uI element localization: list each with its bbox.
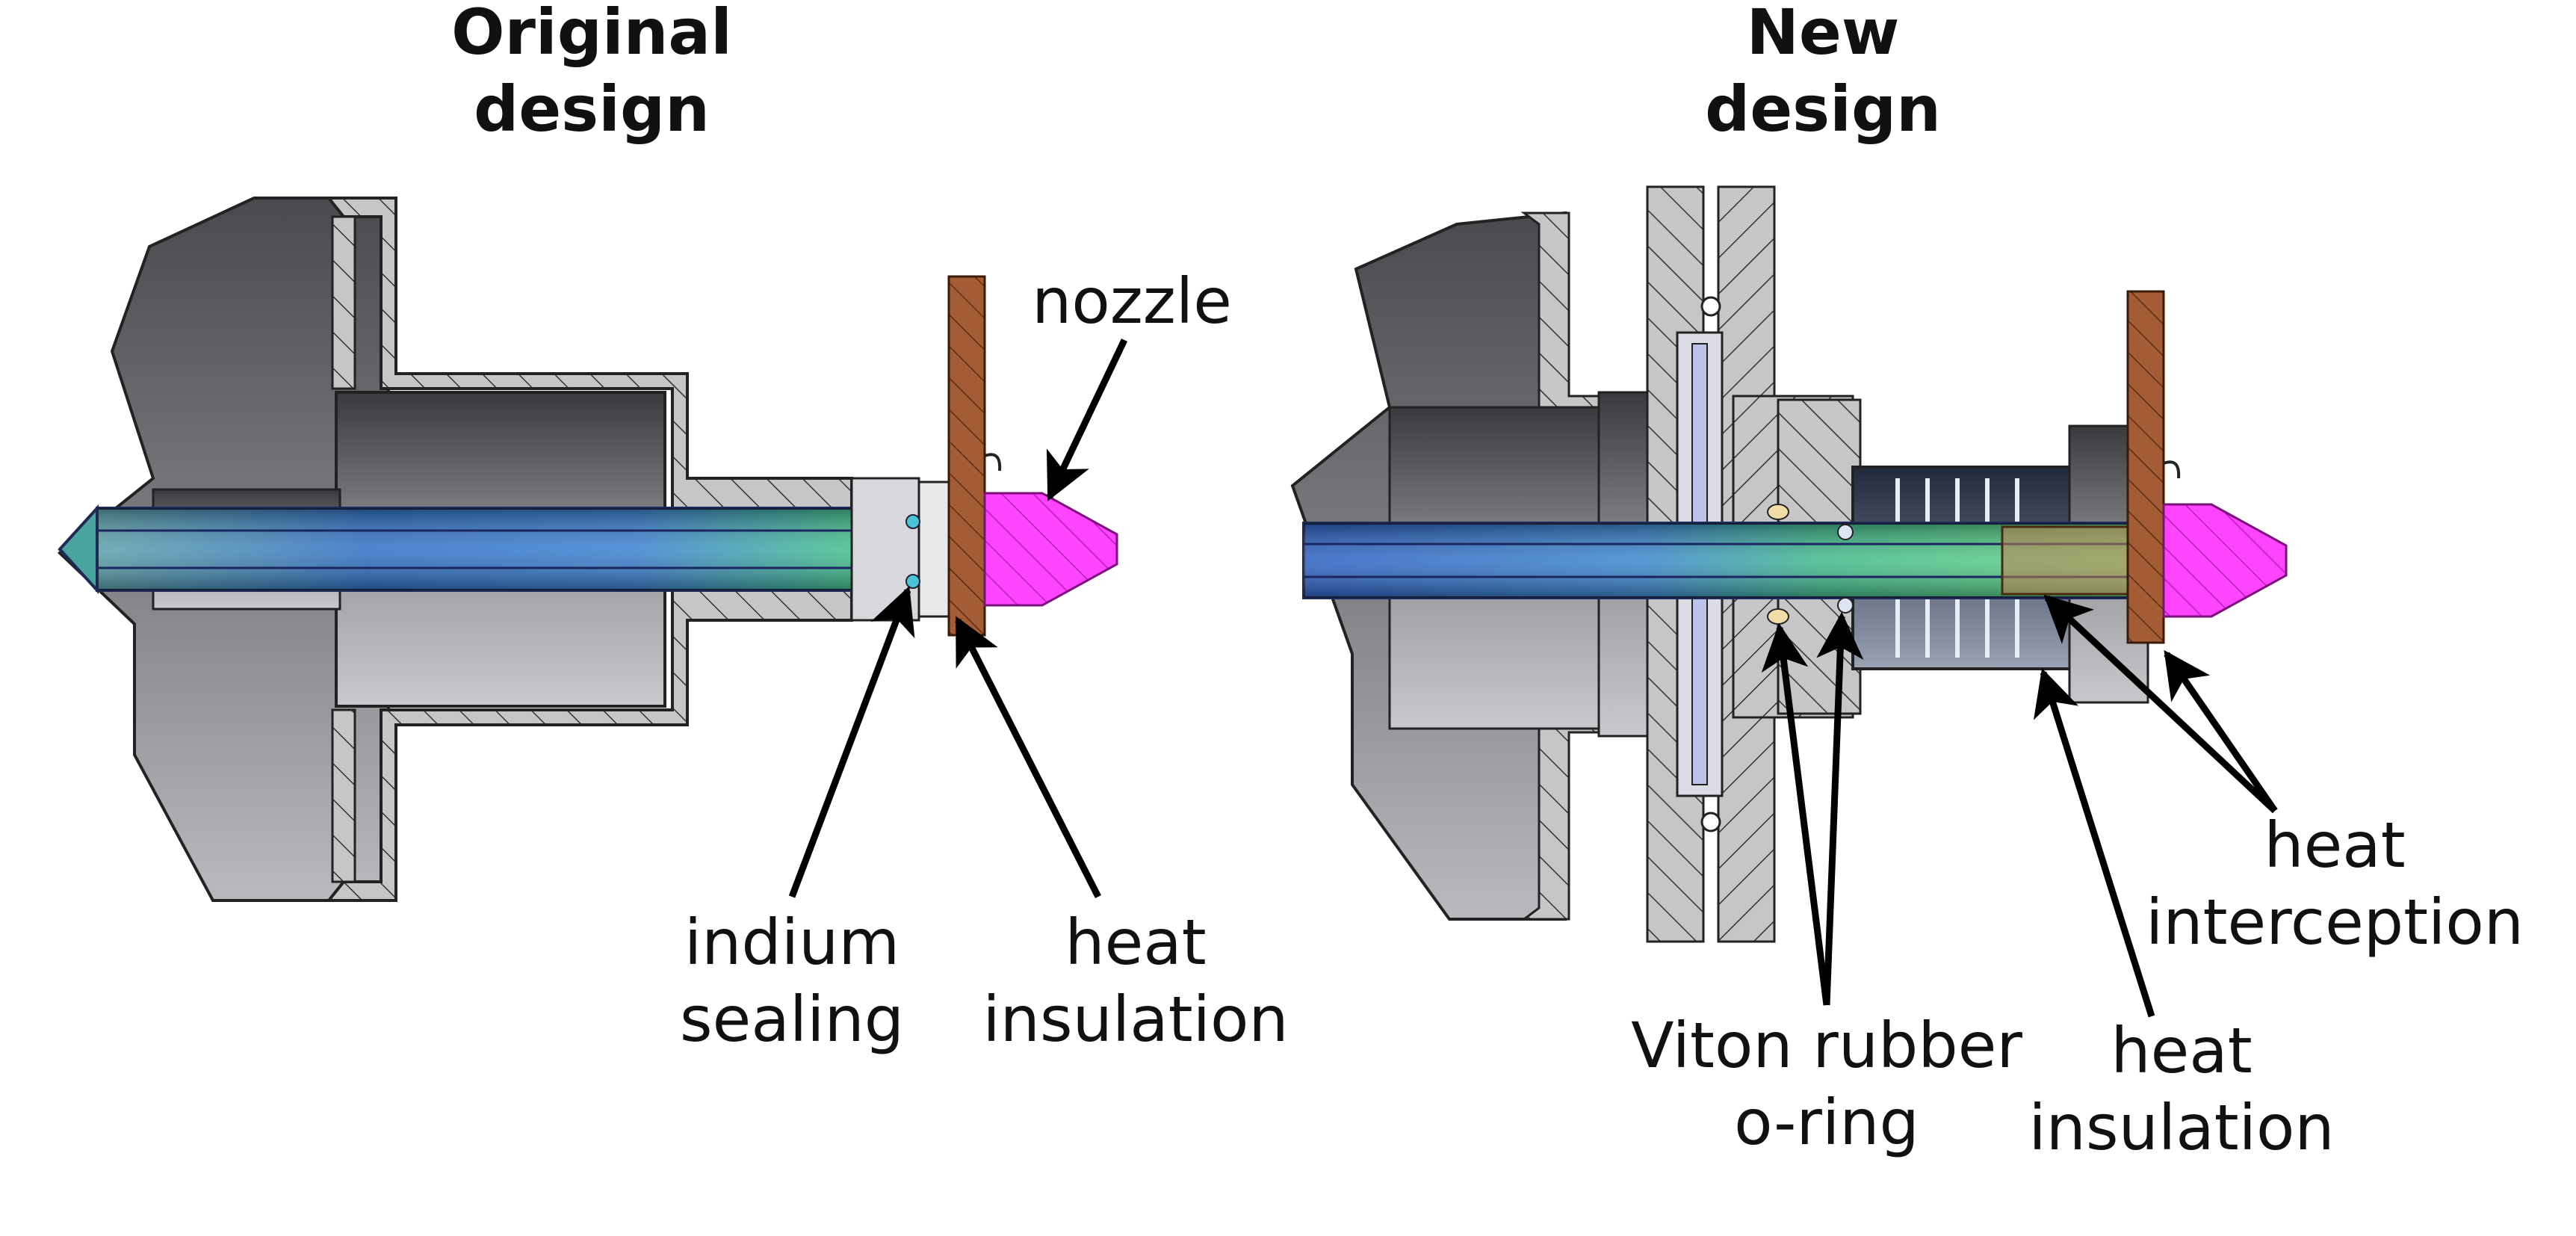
arrow-heat-interception-1: [2043, 594, 2278, 814]
original-nozzle: [983, 492, 1118, 607]
label-heat-insulation-new-line2: insulation: [2028, 1091, 2334, 1164]
label-indium-line2: sealing: [680, 983, 904, 1056]
original-indium-ring-top: [905, 514, 920, 529]
label-nozzle: nozzle: [1032, 265, 1232, 338]
new-assembly: [1290, 185, 2288, 943]
original-assembly: [57, 197, 1118, 902]
original-indium-ring-bottom: [905, 574, 920, 589]
original-title-line2: design: [474, 72, 710, 146]
arrow-nozzle: [1046, 339, 1128, 501]
new-title-line1: New: [1747, 0, 1900, 69]
viton-oring-bottom-1: [1767, 608, 1789, 625]
label-heat-insulation-original-line2: insulation: [982, 983, 1288, 1056]
label-heat-insulation-original-line1: heat: [1065, 906, 1206, 979]
label-heat-interception-line1: heat: [2264, 809, 2405, 882]
arrow-indium: [788, 586, 915, 898]
label-heat-insulation-new-line1: heat: [2111, 1014, 2252, 1087]
new-copper-plate: [2126, 290, 2165, 644]
label-viton-line2: o-ring: [1734, 1086, 1919, 1159]
label-heat-interception-line2: interception: [2146, 886, 2524, 959]
new-title-line2: design: [1705, 72, 1941, 146]
arrow-heat-interception-2: [2164, 649, 2278, 813]
arrow-viton-2: [1816, 611, 1864, 1006]
arrow-heat-insulation-original: [954, 616, 1102, 899]
arrow-heat-insulation-new: [2034, 667, 2155, 1018]
new-nozzle: [2162, 503, 2288, 618]
label-viton-line1: Viton rubber: [1631, 1009, 2022, 1082]
viton-oring-top-2: [1837, 524, 1854, 540]
viton-oring-bottom-2: [1837, 597, 1854, 614]
original-copper-plate: [947, 275, 986, 637]
original-title-line1: Original: [451, 0, 732, 69]
label-indium-line1: indium: [684, 906, 900, 979]
viton-oring-top-1: [1767, 504, 1789, 520]
original-flange-fitting: [850, 477, 920, 622]
arrow-viton-1: [1761, 622, 1830, 1006]
